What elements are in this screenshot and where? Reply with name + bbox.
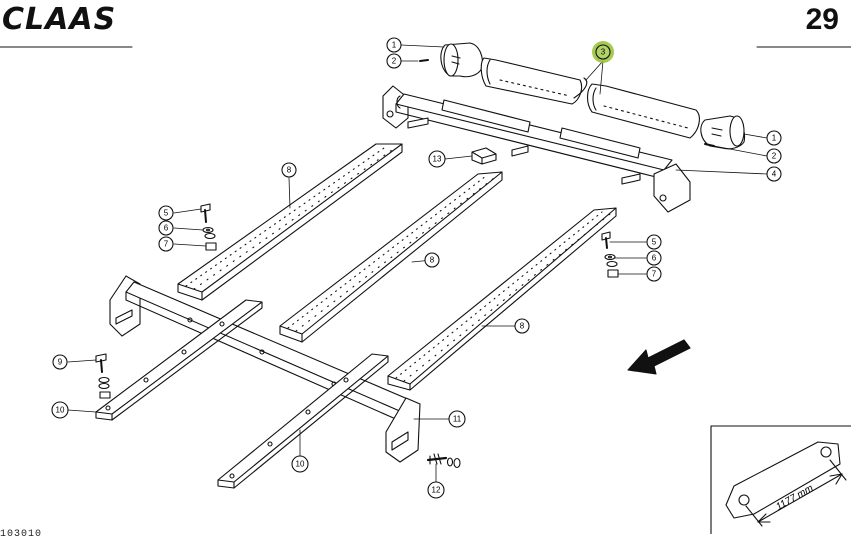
callout-label: 6 — [652, 254, 657, 263]
callout-label: 10 — [56, 406, 65, 415]
claas-logo: CLAAS — [2, 2, 117, 37]
front-crossbar-frame — [109, 275, 421, 463]
callout-label: 5 — [164, 209, 169, 218]
callout-1-left: 1 — [386, 37, 402, 53]
callout-label: 8 — [287, 166, 292, 175]
pin-left — [419, 59, 429, 62]
callout-5-right: 5 — [646, 234, 662, 250]
callout-label: 4 — [772, 170, 777, 179]
rear-crossbar-frame — [382, 85, 691, 213]
callout-label: 3 — [601, 48, 606, 57]
callout-label: 10 — [296, 460, 305, 469]
callout-5-left: 5 — [158, 205, 174, 221]
support-rail-left — [177, 143, 403, 301]
callout-label: 1 — [772, 134, 777, 143]
travel-direction-arrow-icon — [627, 339, 691, 375]
leader-lines — [67, 44, 768, 483]
callout-12: 12 — [427, 481, 445, 499]
callout-label: 8 — [520, 322, 525, 331]
front-flat-bar-left — [95, 299, 263, 421]
callout-label: 7 — [164, 240, 169, 249]
callout-label: 7 — [652, 270, 657, 279]
callout-label: 13 — [433, 155, 442, 164]
callout-8-right: 8 — [514, 318, 530, 334]
callout-label: 6 — [164, 224, 169, 233]
callout-10-left: 10 — [51, 401, 69, 419]
bolt-set-left — [200, 203, 217, 251]
half-tube-cover-right — [586, 83, 700, 139]
callout-11: 11 — [448, 410, 466, 428]
callout-4: 4 — [766, 166, 782, 182]
callout-label: 5 — [652, 238, 657, 247]
callout-label: 2 — [392, 57, 397, 66]
callout-label: 2 — [772, 152, 777, 161]
callout-8-middle: 8 — [424, 252, 440, 268]
callout-7-right: 7 — [646, 266, 662, 282]
callout-10-right: 10 — [291, 455, 309, 473]
page-number: 29 — [805, 3, 839, 36]
callout-6-right: 6 — [646, 250, 662, 266]
front-flat-bar-right — [217, 353, 389, 489]
callout-2-left: 2 — [386, 53, 402, 69]
callout-label: 11 — [453, 415, 462, 424]
callout-2-right: 2 — [766, 148, 782, 164]
callout-label: 12 — [432, 486, 441, 495]
callout-9: 9 — [52, 354, 68, 370]
inset-detail-box — [710, 425, 851, 534]
callout-3-highlighted: 3 — [592, 41, 614, 63]
callout-7-left: 7 — [158, 236, 174, 252]
support-rail-middle — [279, 171, 503, 343]
block — [471, 147, 497, 165]
callout-13: 13 — [428, 150, 446, 168]
tube-end-cap-left — [440, 42, 484, 78]
half-tube-cover-left — [480, 57, 588, 105]
bolt-set-front-right — [426, 453, 461, 469]
bolt-set-front-left — [95, 353, 111, 399]
callout-1-right: 1 — [766, 130, 782, 146]
callout-6-left: 6 — [158, 220, 174, 236]
support-rail-right — [387, 207, 617, 391]
callout-label: 8 — [430, 256, 435, 265]
pin-right — [704, 143, 715, 147]
callout-label: 9 — [58, 358, 63, 367]
callout-8-left: 8 — [281, 162, 297, 178]
tube-end-cap-right — [700, 115, 746, 150]
bolt-set-right — [601, 231, 619, 278]
callout-label: 1 — [392, 41, 397, 50]
